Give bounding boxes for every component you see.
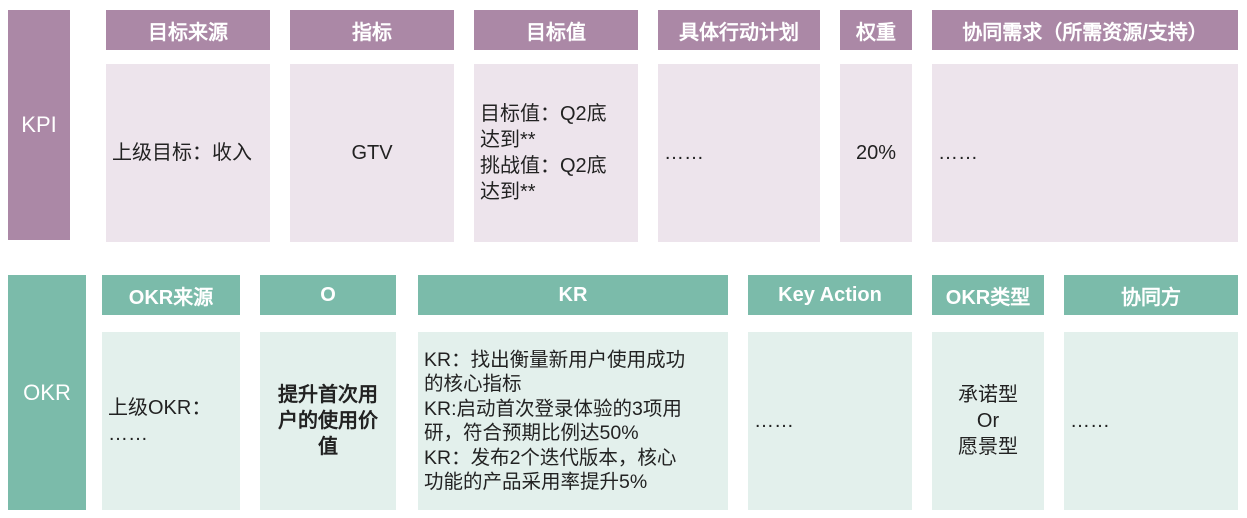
kpi-cell-target: 目标值：Q2底 达到** 挑战值：Q2底 达到**: [474, 64, 638, 242]
kpi-header-action-plan: 具体行动计划: [658, 10, 820, 50]
okr-header-collaborator: 协同方: [1064, 275, 1238, 315]
okr-header-objective: O: [260, 275, 396, 315]
okr-cell-objective: 提升首次用 户的使用价 值: [260, 332, 396, 510]
kpi-cell-weight: 20%: [840, 64, 912, 242]
okr-cell-collaborator: ……: [1064, 332, 1238, 510]
okr-header-source: OKR来源: [102, 275, 240, 315]
kpi-cell-metric: GTV: [290, 64, 454, 242]
kpi-cell-collab: ……: [932, 64, 1238, 242]
kpi-header-metric: 指标: [290, 10, 454, 50]
kpi-cell-source: 上级目标：收入: [106, 64, 270, 242]
kpi-cell-action-plan: ……: [658, 64, 820, 242]
okr-row-label: OKR: [8, 275, 86, 510]
kpi-header-collab: 协同需求（所需资源/支持）: [932, 10, 1238, 50]
okr-cell-type: 承诺型 Or 愿景型: [932, 332, 1044, 510]
kpi-row-label: KPI: [8, 10, 70, 240]
kpi-header-target: 目标值: [474, 10, 638, 50]
okr-cell-kr: KR：找出衡量新用户使用成功 的核心指标 KR:启动首次登录体验的3项用 研，符…: [418, 332, 728, 510]
okr-header-kr: KR: [418, 275, 728, 315]
okr-header-key-action: Key Action: [748, 275, 912, 315]
okr-cell-key-action: ……: [748, 332, 912, 510]
okr-cell-source: 上级OKR： ……: [102, 332, 240, 510]
okr-header-type: OKR类型: [932, 275, 1044, 315]
kpi-header-source: 目标来源: [106, 10, 270, 50]
kpi-header-weight: 权重: [840, 10, 912, 50]
